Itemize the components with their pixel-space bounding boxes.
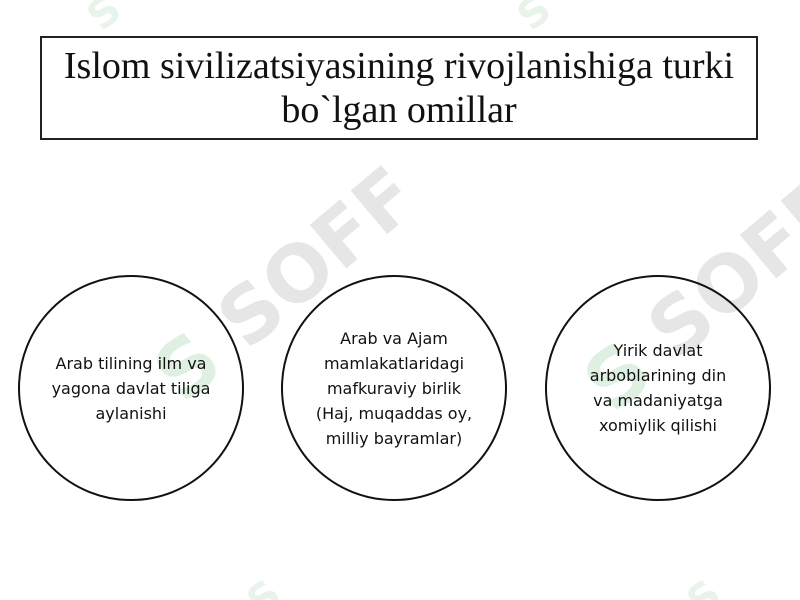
factor-circle-patronage: Yirik davlat arboblarining din va madani…: [545, 275, 771, 501]
factor-text: Arab va Ajam mamlakatlaridagi mafkuraviy…: [315, 328, 473, 448]
watermark-glyph: S: [238, 571, 291, 600]
factor-circle-language: Arab tilining ilm va yagona davlat tilig…: [18, 275, 244, 501]
factor-circle-ideological-unity: Arab va Ajam mamlakatlaridagi mafkuraviy…: [281, 275, 507, 501]
factor-text: Arab tilining ilm va yagona davlat tilig…: [51, 353, 211, 423]
factor-text: Yirik davlat arboblarining din va madani…: [589, 341, 727, 435]
slide-title: Islom sivilizatsiyasining rivojlanishiga…: [63, 45, 735, 131]
title-box: Islom sivilizatsiyasining rivojlanishiga…: [40, 36, 758, 140]
watermark-logo: S: [679, 571, 731, 600]
watermark-logo: S: [239, 571, 291, 600]
watermark-glyph: S: [678, 571, 731, 600]
watermark-glyph: S: [508, 0, 561, 40]
watermark-logo: S: [509, 0, 561, 40]
watermark-logo: S: [79, 0, 131, 40]
watermark-glyph: S: [78, 0, 131, 40]
